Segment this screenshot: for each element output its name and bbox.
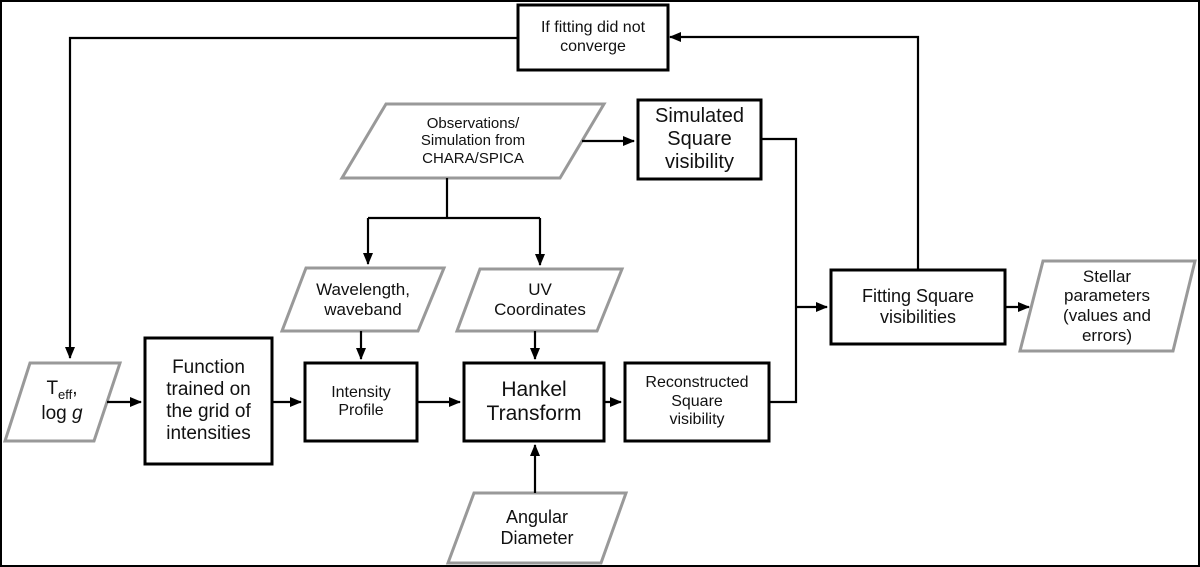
stellar-parallelogram — [1018, 259, 1197, 353]
function-label: Function trained on the grid of intensit… — [166, 357, 251, 444]
hankel-label: Hankel Transform — [486, 377, 582, 425]
uv-label: UV Coordinates — [494, 280, 586, 319]
simulated-box — [636, 98, 763, 181]
teff-parallelogram — [2, 361, 123, 443]
fitting-label: Fitting Square visibilities — [861, 286, 975, 327]
converge-label: If fitting did not converge — [540, 19, 646, 55]
reconstructed-box — [623, 361, 771, 443]
teff-line: Teff, — [46, 378, 78, 403]
intensity-box — [303, 361, 419, 443]
arrow-fitting-to-converge — [669, 32, 920, 270]
logg-line: log g — [41, 402, 83, 424]
angular-parallelogram — [445, 491, 629, 565]
uv-parallelogram — [454, 267, 625, 333]
function-box — [143, 336, 274, 466]
observations-label: Observations/ Simulation from CHARA/SPIC… — [420, 115, 526, 167]
simulated-label: Simulated Square visibility — [655, 105, 744, 173]
wavelength-parallelogram — [279, 266, 447, 333]
observations-parallelogram — [339, 102, 607, 180]
intensity-label: Intensity Profile — [331, 383, 391, 419]
arrow-converge-to-teff — [65, 36, 518, 359]
stellar-label: Stellar parameters (values and errors) — [1063, 266, 1151, 345]
angular-label: Angular Diameter — [500, 507, 574, 548]
line-simulated-to-merge — [761, 137, 798, 404]
hankel-box — [462, 361, 606, 443]
teff-label: Teff, log g — [14, 363, 110, 441]
reconstructed-label: Reconstructed Square visibility — [645, 374, 749, 429]
wavelength-label: Wavelength, waveband — [316, 279, 410, 319]
